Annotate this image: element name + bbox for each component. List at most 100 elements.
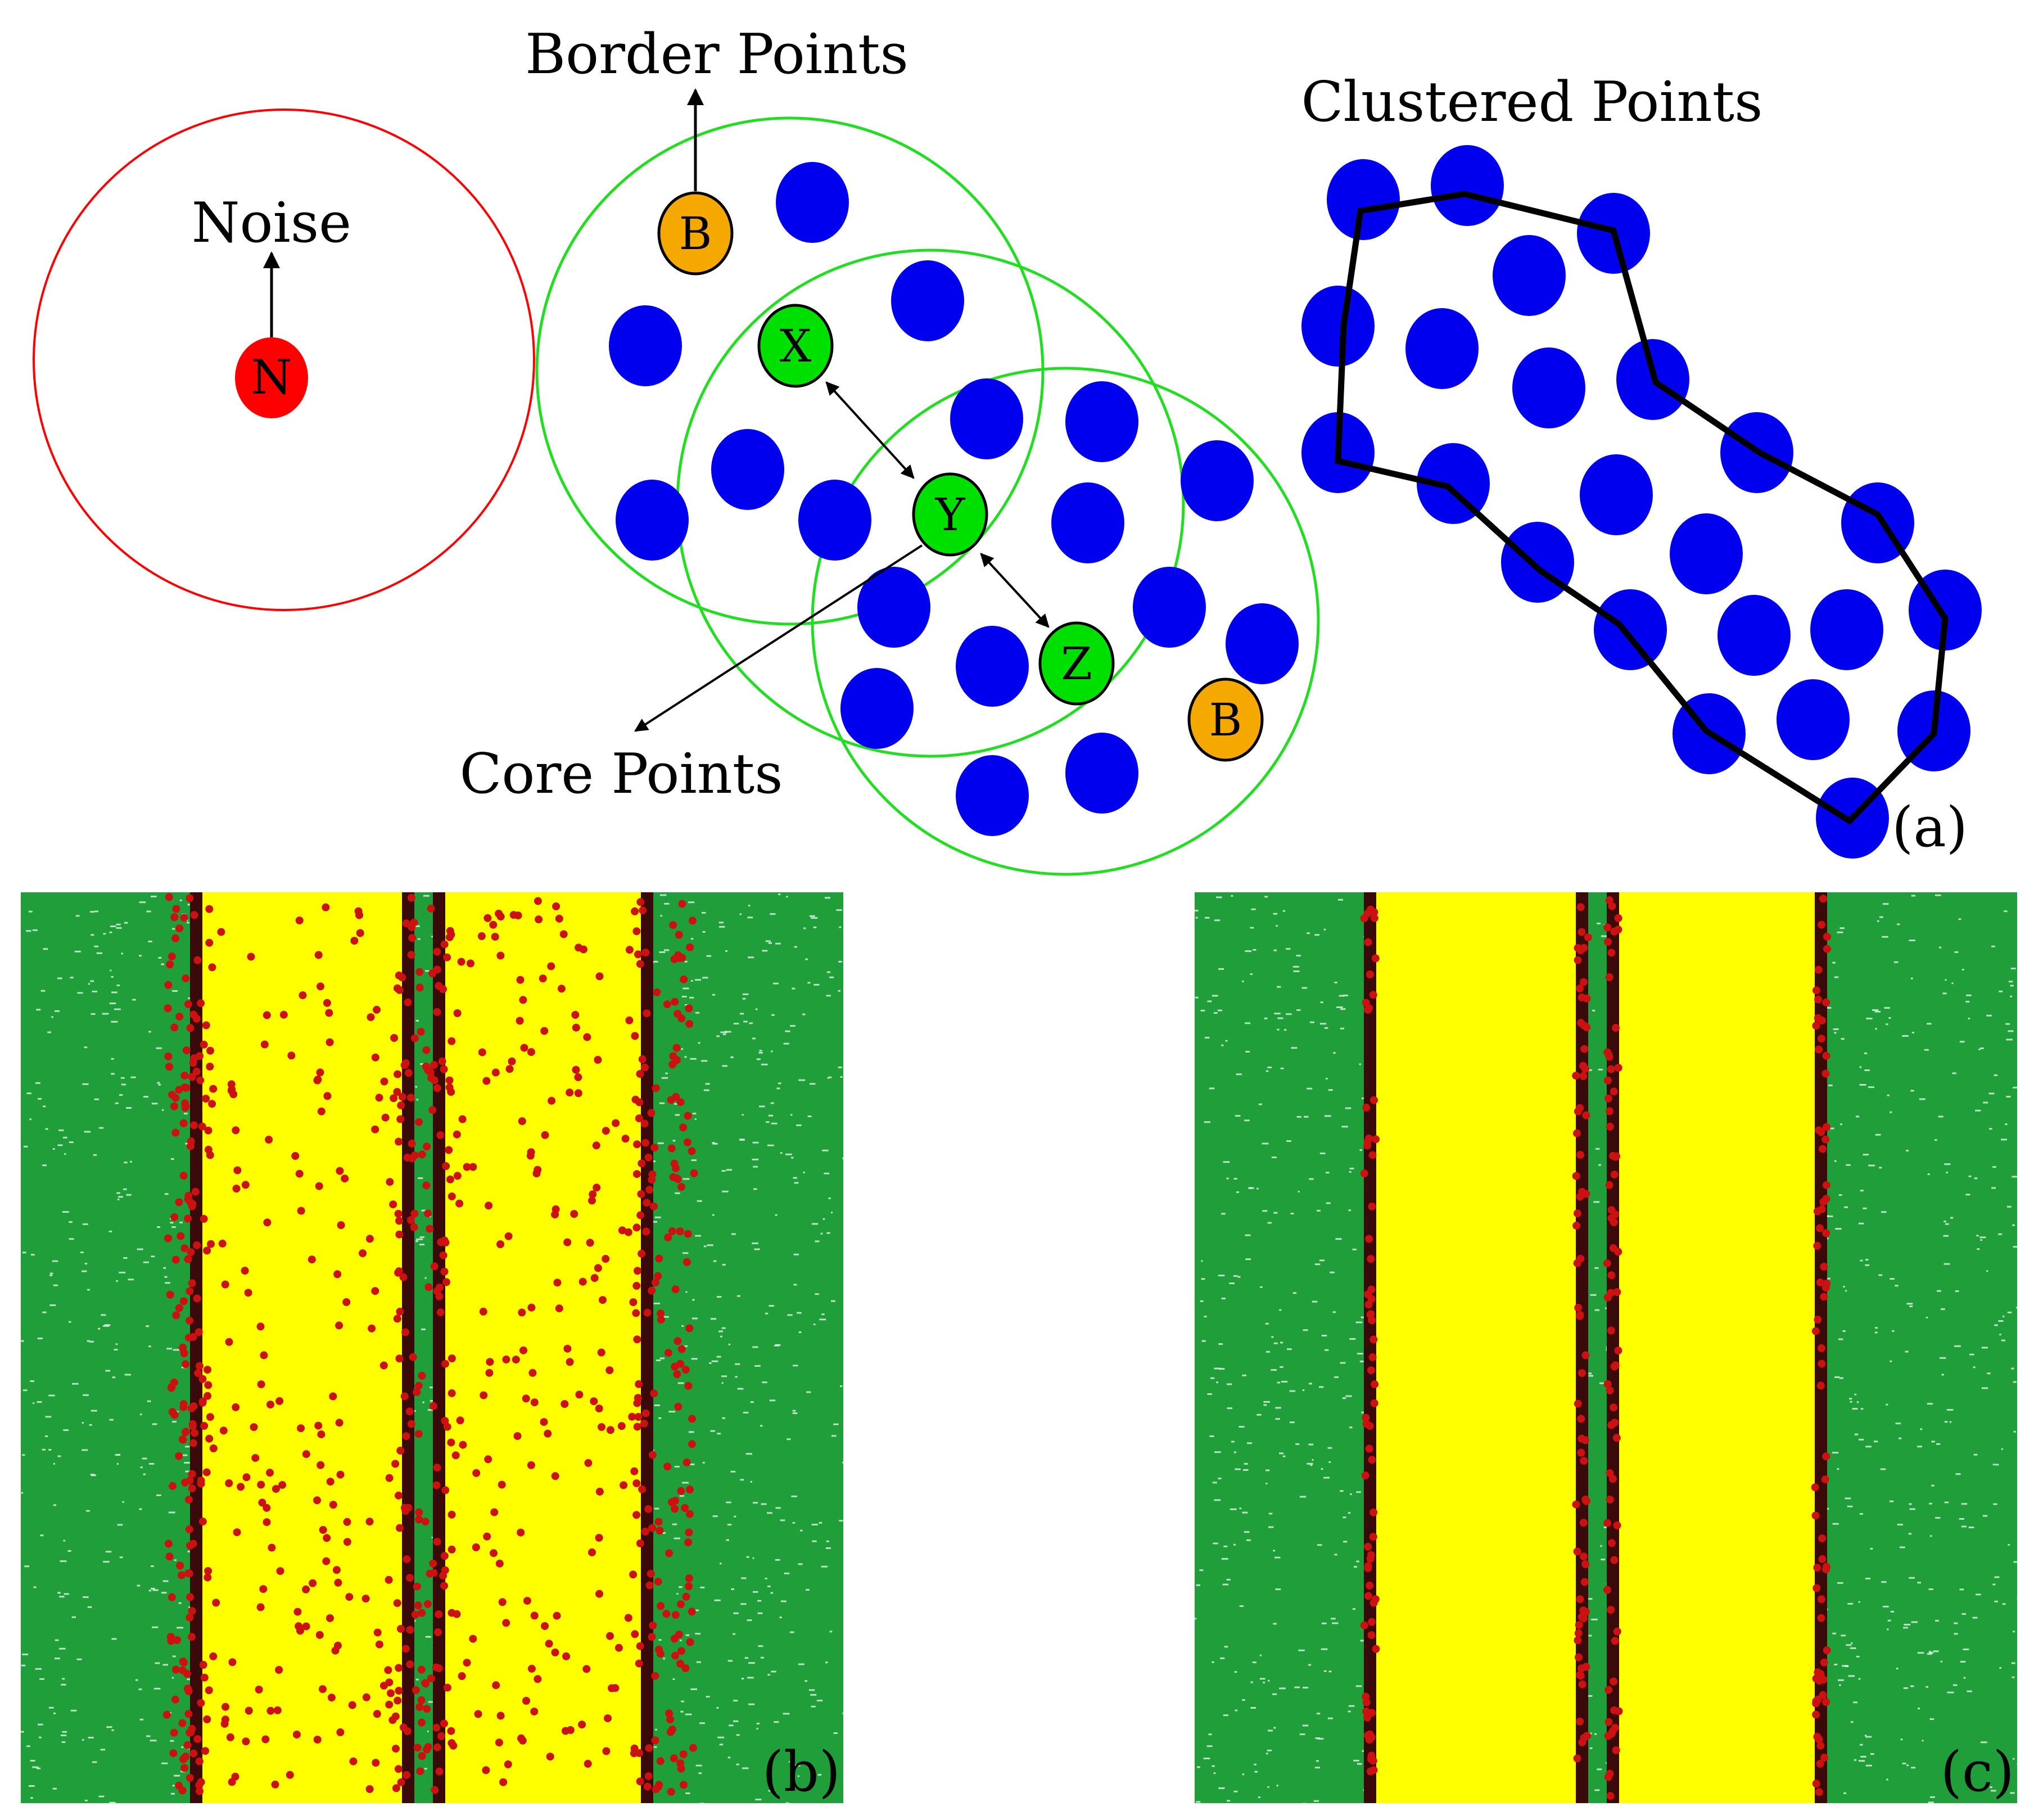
speckle — [1207, 1000, 1212, 1002]
noise-dot — [502, 1355, 510, 1363]
speckle — [1854, 1393, 1857, 1396]
noise-dot — [1578, 1738, 1586, 1746]
speckle — [1918, 1708, 1920, 1710]
speckle — [1911, 1621, 1918, 1623]
speckle — [1975, 1109, 1981, 1112]
speckle — [55, 1639, 59, 1641]
speckle — [1879, 916, 1883, 918]
noise-dot — [1581, 1560, 1590, 1568]
noise-dot — [638, 1249, 646, 1258]
speckle — [1259, 1654, 1262, 1656]
speckle — [172, 1785, 175, 1787]
noise-dot — [430, 1262, 439, 1271]
border-point-bottom — [1187, 678, 1264, 762]
noise-dot — [207, 1240, 215, 1248]
noise-dot — [606, 1426, 614, 1434]
speckle — [116, 1463, 119, 1465]
noise-dot — [436, 1308, 445, 1317]
noise-dot — [175, 924, 184, 933]
speckle — [63, 1539, 66, 1542]
noise-dot — [458, 1672, 466, 1680]
speckle — [656, 1360, 661, 1361]
speckle — [171, 1677, 174, 1679]
speckle — [1873, 1440, 1878, 1443]
speckle — [1906, 1764, 1909, 1767]
core-point-y — [912, 472, 988, 557]
noise-dot — [355, 911, 364, 919]
speckle — [1340, 1490, 1344, 1492]
speckle — [1600, 1545, 1602, 1547]
noise-dot — [634, 1413, 643, 1421]
noise-dot — [448, 1510, 456, 1519]
speckle — [1841, 1634, 1846, 1637]
noise-dot — [1812, 1584, 1821, 1592]
speckle — [806, 1589, 810, 1591]
noise-dot — [402, 1432, 410, 1440]
speckle — [1253, 949, 1256, 951]
speckle — [415, 1019, 419, 1022]
speckle — [80, 1252, 84, 1253]
noise-dot — [200, 1422, 209, 1430]
speckle — [741, 1678, 744, 1679]
noise-dot — [635, 1659, 643, 1668]
speckle — [1850, 1401, 1852, 1403]
speckle — [164, 1276, 168, 1278]
speckle — [163, 1267, 166, 1269]
speckle — [143, 1096, 148, 1098]
noise-dot — [1576, 1595, 1584, 1604]
road-right-lane — [445, 892, 642, 1803]
noise-dot — [329, 1392, 337, 1401]
noise-dot — [676, 1360, 685, 1368]
speckle — [109, 1230, 112, 1232]
noise-dot — [1612, 1434, 1621, 1442]
speckle — [758, 1645, 763, 1647]
speckle — [836, 909, 842, 911]
speckle — [771, 1670, 776, 1673]
speckle — [428, 1701, 433, 1703]
noise-dot — [1822, 1229, 1830, 1238]
speckle — [842, 1461, 843, 1464]
speckle — [1945, 979, 1947, 981]
noise-dot — [1368, 1151, 1377, 1159]
speckle — [69, 1321, 71, 1323]
noise-dot — [348, 1701, 356, 1709]
speckle — [69, 1238, 74, 1240]
noise-dot — [632, 1479, 641, 1488]
speckle — [839, 926, 842, 928]
noise-dot — [315, 1182, 323, 1190]
speckle — [1226, 1800, 1231, 1802]
noise-dot — [1362, 1413, 1370, 1422]
speckle — [1589, 1747, 1593, 1749]
speckle — [716, 1035, 720, 1037]
speckle — [177, 1627, 183, 1629]
speckle — [53, 1463, 55, 1465]
noise-dot — [1604, 938, 1612, 946]
noise-dot — [391, 1460, 400, 1468]
noise-dot — [1820, 1658, 1828, 1667]
speckle — [1279, 1687, 1286, 1690]
noise-dot — [562, 1727, 569, 1735]
speckle — [805, 958, 808, 960]
speckle — [53, 1504, 56, 1506]
noise-dot — [189, 1059, 197, 1067]
speckle — [1213, 1772, 1216, 1774]
speckle — [1244, 1119, 1250, 1122]
speckle — [824, 1172, 830, 1175]
speckle — [1860, 1190, 1864, 1191]
speckle — [659, 1357, 665, 1360]
noise-dot — [203, 1247, 211, 1255]
speckle — [1322, 1622, 1327, 1624]
neighbourhood-points — [609, 162, 1299, 836]
speckle — [98, 1795, 105, 1798]
speckle — [42, 1164, 47, 1167]
speckle — [676, 1593, 679, 1595]
speckle — [787, 1438, 791, 1440]
speckle — [1242, 1773, 1245, 1776]
noise-dot — [1811, 1327, 1820, 1335]
speckle — [161, 1762, 168, 1764]
speckle — [1360, 1316, 1366, 1318]
noise-dot — [179, 1119, 188, 1127]
noise-dot — [1812, 986, 1820, 995]
speckle — [1895, 1285, 1899, 1287]
speckle — [124, 1374, 131, 1376]
